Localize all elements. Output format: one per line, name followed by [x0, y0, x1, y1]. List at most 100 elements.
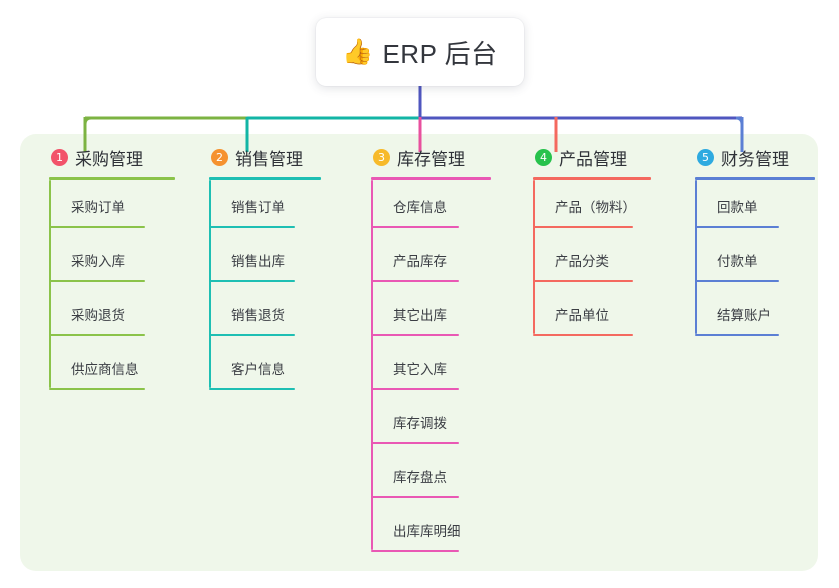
branch-item-underline — [371, 334, 459, 336]
branch-item[interactable]: 采购退货 — [49, 290, 170, 344]
branch-item[interactable]: 产品分类 — [533, 236, 664, 290]
branch-underline — [49, 177, 175, 180]
branch-item-label: 采购入库 — [71, 254, 125, 269]
branch-item-underline — [371, 550, 459, 552]
branch-title: 采购管理 — [75, 149, 143, 169]
branch-item-label: 产品单位 — [555, 308, 609, 323]
branch-item-underline — [209, 280, 295, 282]
branch-item[interactable]: 销售退货 — [209, 290, 330, 344]
branch-item-label: 销售出库 — [231, 254, 285, 269]
branch-item-underline — [371, 280, 459, 282]
root-node[interactable]: 👍 ERP 后台 — [316, 18, 524, 86]
bus-elbow-right — [735, 116, 744, 125]
branch-column-3: 3 库存管理仓库信息产品库存其它出库其它入库库存调拨库存盘点出库库明细 — [352, 144, 492, 560]
branch-item-underline — [209, 334, 295, 336]
branch-number-badge: 1 — [51, 148, 68, 166]
branch-number-badge: 2 — [211, 148, 228, 166]
branch-item-label: 采购订单 — [71, 200, 125, 215]
branch-stem — [209, 180, 211, 388]
branch-item[interactable]: 供应商信息 — [49, 344, 170, 398]
branch-item-underline — [49, 334, 145, 336]
branch-item-label: 回款单 — [717, 200, 758, 215]
branch-item-label: 库存调拨 — [393, 416, 447, 431]
branch-title: 销售管理 — [235, 149, 303, 169]
thumbs-up-emoji: 👍 — [342, 37, 374, 66]
branch-header-1[interactable]: 1 采购管理 — [30, 144, 170, 170]
branch-item[interactable]: 付款单 — [695, 236, 816, 290]
branch-header-4[interactable]: 4 产品管理 — [514, 144, 664, 170]
branch-item-underline — [49, 388, 145, 390]
branch-item-underline — [371, 496, 459, 498]
branch-header-3[interactable]: 3 库存管理 — [352, 144, 492, 170]
branch-stem — [533, 180, 535, 334]
branch-item-underline — [371, 226, 459, 228]
branch-item-list: 销售订单销售出库销售退货客户信息 — [209, 180, 330, 398]
branch-underline — [371, 177, 491, 180]
branch-item-list: 回款单付款单结算账户 — [695, 180, 816, 344]
branch-stem — [49, 180, 51, 388]
branch-item-label: 其它入库 — [393, 362, 447, 377]
branch-item-label: 仓库信息 — [393, 200, 447, 215]
branch-item[interactable]: 其它出库 — [371, 290, 492, 344]
branch-underline — [695, 177, 815, 180]
branch-item-underline — [371, 388, 459, 390]
branch-item-label: 客户信息 — [231, 362, 285, 377]
branch-item-underline — [533, 334, 633, 336]
branch-item[interactable]: 销售订单 — [209, 182, 330, 236]
branch-number-badge: 4 — [535, 148, 552, 166]
branch-item[interactable]: 产品单位 — [533, 290, 664, 344]
branch-number-badge: 3 — [373, 148, 390, 166]
branch-item[interactable]: 库存调拨 — [371, 398, 492, 452]
branch-item[interactable]: 客户信息 — [209, 344, 330, 398]
branch-item[interactable]: 库存盘点 — [371, 452, 492, 506]
branch-item[interactable]: 产品库存 — [371, 236, 492, 290]
branch-number-badge: 5 — [697, 148, 714, 166]
branch-item-underline — [695, 226, 779, 228]
branch-item-label: 出库库明细 — [393, 524, 461, 539]
branch-item-underline — [209, 388, 295, 390]
branch-item-label: 销售退货 — [231, 308, 285, 323]
branch-header-5[interactable]: 5 财务管理 — [676, 144, 816, 170]
branch-title: 库存管理 — [397, 149, 465, 169]
branch-column-5: 5 财务管理回款单付款单结算账户 — [676, 144, 816, 344]
branch-header-2[interactable]: 2 销售管理 — [190, 144, 330, 170]
branch-item-underline — [209, 226, 295, 228]
branch-item[interactable]: 采购订单 — [49, 182, 170, 236]
branch-item-label: 产品分类 — [555, 254, 609, 269]
branch-item-list: 仓库信息产品库存其它出库其它入库库存调拨库存盘点出库库明细 — [371, 180, 492, 560]
branch-item[interactable]: 销售出库 — [209, 236, 330, 290]
branch-item[interactable]: 结算账户 — [695, 290, 816, 344]
branch-item[interactable]: 仓库信息 — [371, 182, 492, 236]
branch-item-label: 销售订单 — [231, 200, 285, 215]
branch-item-list: 产品（物料） 产品分类产品单位 — [533, 180, 664, 344]
branch-item[interactable]: 回款单 — [695, 182, 816, 236]
branch-item-label: 其它出库 — [393, 308, 447, 323]
branch-stem — [371, 180, 373, 550]
branch-item-underline — [533, 280, 633, 282]
branch-underline — [209, 177, 321, 180]
branch-item-list: 采购订单采购入库采购退货供应商信息 — [49, 180, 170, 398]
branch-item-label: 供应商信息 — [71, 362, 139, 377]
branch-title: 财务管理 — [721, 149, 789, 169]
branch-item[interactable]: 产品（物料） — [533, 182, 664, 236]
branch-item-underline — [533, 226, 633, 228]
branch-item-label: 产品（物料） — [555, 200, 636, 215]
root-title: ERP 后台 — [382, 38, 498, 69]
branch-stem — [695, 180, 697, 334]
branch-item[interactable]: 出库库明细 — [371, 506, 492, 560]
branch-item-underline — [695, 334, 779, 336]
branch-item-underline — [49, 280, 145, 282]
branch-item-underline — [695, 280, 779, 282]
branch-item-label: 库存盘点 — [393, 470, 447, 485]
branch-item-label: 结算账户 — [717, 308, 771, 323]
branch-column-1: 1 采购管理采购订单采购入库采购退货供应商信息 — [30, 144, 175, 398]
branch-item[interactable]: 采购入库 — [49, 236, 170, 290]
branch-item[interactable]: 其它入库 — [371, 344, 492, 398]
bus-elbow-left — [83, 116, 92, 125]
branch-item-label: 产品库存 — [393, 254, 447, 269]
branch-item-label: 采购退货 — [71, 308, 125, 323]
branch-underline — [533, 177, 651, 180]
branch-item-label: 付款单 — [717, 254, 758, 269]
branch-title: 产品管理 — [559, 149, 627, 169]
